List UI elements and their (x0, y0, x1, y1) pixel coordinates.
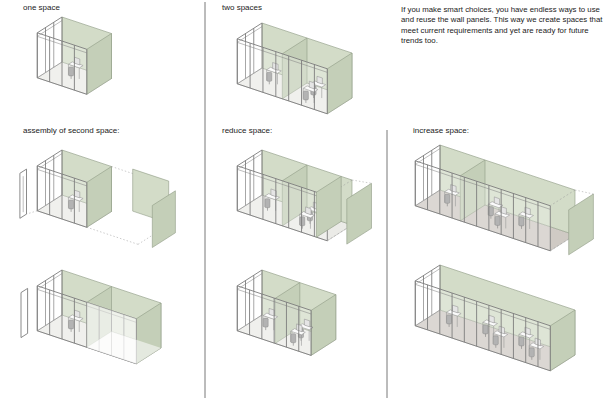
glass-post (301, 60, 302, 105)
glass-post (439, 169, 440, 214)
open-end (550, 190, 575, 206)
glass-post (314, 191, 315, 236)
side-wall-panel (87, 34, 112, 95)
glass-wall (37, 33, 87, 95)
glass-post (513, 313, 514, 358)
glass-post (488, 185, 489, 230)
moved-side-panel (569, 194, 594, 255)
glass-post (537, 322, 538, 367)
glass-rail (37, 169, 87, 186)
divider-line (387, 130, 388, 398)
section-heading: reduce space: (222, 126, 272, 136)
glass-rail (415, 284, 550, 329)
glass-post (427, 165, 428, 210)
glass-wall (37, 166, 87, 228)
glass-post (49, 170, 50, 215)
side-wall-panel (327, 53, 352, 114)
glass-post (301, 187, 302, 232)
glass-post (62, 41, 63, 86)
section-heading: two spaces (222, 3, 262, 13)
removed-panel (347, 183, 372, 244)
glass-post (464, 297, 465, 342)
glass-post (49, 290, 50, 335)
assembly-guide (27, 211, 38, 214)
glass-post (261, 294, 262, 339)
glass-post (525, 198, 526, 243)
glass-rail (237, 42, 327, 72)
move-guide (575, 190, 593, 194)
glass-post (275, 52, 276, 97)
glass-wall (415, 161, 550, 251)
glass-post (464, 177, 465, 222)
glass-post (513, 193, 514, 238)
door-inner-frame (23, 176, 24, 212)
glass-post (298, 306, 299, 351)
glass-post (262, 47, 263, 92)
glass-post (488, 305, 489, 350)
section-heading: increase space: (413, 126, 469, 136)
divider-line (205, 2, 206, 398)
glass-rail (415, 164, 550, 209)
glass-wall (415, 281, 550, 371)
glass-post (262, 174, 263, 219)
glass-post (286, 302, 287, 347)
glass-wall (237, 286, 311, 356)
side-wall-panel (550, 310, 575, 371)
glass-post (49, 37, 50, 82)
glass-post (250, 43, 251, 88)
section-heading: assembly of second space: (23, 126, 120, 136)
loose-wall-panel (152, 191, 175, 248)
glass-post (525, 318, 526, 363)
move-guide (352, 180, 372, 183)
side-wall-panel (87, 167, 112, 228)
glass-post (452, 293, 453, 338)
loose-glass-door (21, 288, 28, 337)
assembly-guide (87, 227, 138, 244)
new-space-highlight (87, 302, 137, 364)
glass-post (427, 285, 428, 330)
glass-post (62, 174, 63, 219)
glass-post (274, 298, 275, 343)
glass-rail (37, 36, 87, 53)
glass-wall (37, 286, 136, 364)
glass-post (439, 289, 440, 334)
glass-rail (237, 289, 311, 314)
glass-rail (237, 169, 327, 199)
glass-post (476, 301, 477, 346)
glass-post (249, 290, 250, 335)
glass-post (74, 298, 75, 343)
glass-wall (237, 39, 327, 114)
moved-side-panel (316, 176, 341, 237)
loose-glass-door (20, 169, 27, 218)
glass-wall (237, 166, 327, 241)
section-heading: one space (23, 3, 60, 13)
note-text: If you make smart choices, you have endl… (401, 5, 609, 47)
side-wall-panel (311, 295, 336, 356)
glass-post (314, 64, 315, 109)
glass-post (62, 294, 63, 339)
glass-post (74, 45, 75, 90)
room-drawings (20, 17, 594, 371)
glass-post (501, 309, 502, 354)
glass-post (476, 181, 477, 226)
glass-post (501, 189, 502, 234)
glass-post (74, 178, 75, 223)
glass-post (288, 56, 289, 101)
glass-post (275, 179, 276, 224)
glass-post (250, 170, 251, 215)
glass-post (537, 202, 538, 247)
glass-post (452, 173, 453, 218)
glass-post (288, 183, 289, 228)
